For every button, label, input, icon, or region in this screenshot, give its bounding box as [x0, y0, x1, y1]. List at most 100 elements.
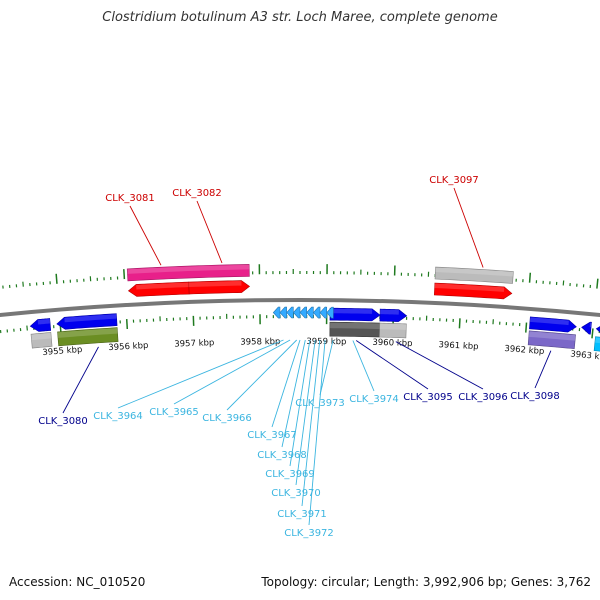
- scale-label: 3962 kbp: [504, 344, 545, 357]
- gene-feature-highlight: [379, 323, 407, 330]
- gene-feature-highlight: [589, 322, 592, 328]
- label-leader: [62, 346, 99, 414]
- label-leader: [355, 340, 429, 390]
- label-leader: [271, 339, 301, 428]
- gene-feature[interactable]: [379, 322, 407, 339]
- label-leader: [117, 339, 284, 409]
- gene-feature[interactable]: [299, 306, 307, 319]
- gene-feature[interactable]: [379, 308, 408, 322]
- gene-feature-highlight: [330, 308, 373, 314]
- gene-feature[interactable]: [329, 307, 381, 322]
- tick-mark: [125, 318, 129, 330]
- gene-label[interactable]: CLK_3081: [105, 193, 155, 204]
- label-leader: [352, 340, 375, 392]
- gene-label[interactable]: CLK_3096: [458, 392, 508, 403]
- gene-label[interactable]: CLK_3965: [149, 407, 199, 418]
- scale-label: 3955 kbp: [42, 345, 83, 358]
- features-layer: [29, 264, 600, 353]
- scale-label: 3958 kbp: [240, 337, 280, 348]
- gene-label[interactable]: CLK_3098: [510, 391, 560, 402]
- scale-label: 3961 kbp: [438, 340, 479, 352]
- scale-label: 3957 kbp: [174, 338, 214, 349]
- label-leader: [226, 339, 298, 411]
- gene-feature[interactable]: [126, 264, 250, 282]
- gene-feature[interactable]: [30, 332, 53, 349]
- gene-feature[interactable]: [272, 306, 281, 319]
- label-leader: [281, 339, 306, 448]
- gene-feature-highlight: [529, 317, 569, 326]
- tick-mark: [55, 273, 58, 284]
- tick-mark: [596, 278, 599, 289]
- gene-label[interactable]: CLK_3972: [284, 528, 334, 539]
- gene-feature-highlight: [435, 267, 514, 277]
- gene-label[interactable]: CLK_3970: [271, 488, 321, 499]
- tick-mark: [591, 328, 594, 339]
- gene-feature[interactable]: [527, 330, 576, 350]
- map-title: Clostridium botulinum A3 str. Loch Maree…: [102, 10, 498, 25]
- gene-label[interactable]: CLK_3080: [38, 416, 88, 427]
- gene-feature[interactable]: [306, 306, 314, 319]
- label-leader: [319, 340, 334, 396]
- gene-feature[interactable]: [433, 282, 513, 300]
- gene-feature-highlight: [31, 332, 52, 341]
- gene-feature[interactable]: [593, 336, 600, 353]
- gene-feature-highlight: [380, 309, 399, 315]
- gene-feature-highlight: [64, 314, 117, 323]
- gene-label[interactable]: CLK_3974: [349, 394, 399, 405]
- gene-feature[interactable]: [29, 318, 52, 332]
- tick-mark: [458, 318, 461, 329]
- gene-label[interactable]: CLK_3097: [429, 175, 479, 186]
- gene-feature[interactable]: [529, 316, 577, 333]
- gene-label[interactable]: CLK_3971: [277, 509, 327, 520]
- genome-backbone: [0, 298, 600, 318]
- label-leader: [289, 339, 311, 467]
- gene-label[interactable]: CLK_3973: [295, 398, 345, 409]
- gene-label[interactable]: CLK_3964: [93, 411, 143, 422]
- gene-feature-highlight: [57, 328, 118, 338]
- gene-feature-highlight: [528, 331, 576, 341]
- scale-label: 3960 kbp: [372, 338, 412, 349]
- gene-label[interactable]: CLK_3967: [247, 430, 297, 441]
- label-leader: [534, 350, 552, 389]
- gene-label[interactable]: CLK_3969: [265, 469, 315, 480]
- tick-mark: [528, 272, 532, 283]
- gene-feature[interactable]: [57, 327, 119, 347]
- gene-feature[interactable]: [319, 306, 328, 319]
- scale-label: 3963 kbp: [570, 349, 600, 363]
- label-leader: [129, 205, 162, 266]
- gene-feature-highlight: [136, 282, 189, 290]
- label-leader: [295, 339, 316, 486]
- gene-label[interactable]: CLK_3966: [202, 413, 252, 424]
- gene-label[interactable]: CLK_3968: [257, 450, 307, 461]
- gene-feature[interactable]: [292, 306, 301, 319]
- tick-mark: [525, 322, 528, 333]
- label-leader: [173, 339, 291, 405]
- gene-feature[interactable]: [188, 280, 251, 295]
- gene-feature[interactable]: [286, 306, 294, 319]
- gene-feature-highlight: [434, 283, 505, 292]
- gene-label[interactable]: CLK_3095: [403, 392, 453, 403]
- label-leader: [301, 340, 321, 507]
- gene-feature[interactable]: [56, 313, 118, 330]
- tick-mark: [123, 269, 126, 280]
- gene-feature[interactable]: [581, 321, 592, 335]
- gene-feature[interactable]: [595, 324, 600, 338]
- gene-feature-highlight: [127, 264, 250, 274]
- scale-label: 3956 kbp: [108, 341, 149, 353]
- gene-feature[interactable]: [326, 306, 334, 319]
- accession-text: Accession: NC_010520: [9, 575, 146, 589]
- gene-feature-highlight: [594, 337, 600, 344]
- label-leader: [453, 187, 484, 268]
- label-leader: [395, 341, 484, 390]
- gene-feature[interactable]: [434, 266, 514, 284]
- gene-feature[interactable]: [312, 306, 321, 319]
- label-leader: [196, 200, 223, 264]
- label-leader: [308, 340, 326, 526]
- gene-label[interactable]: CLK_3082: [172, 188, 222, 199]
- gene-feature[interactable]: [279, 306, 287, 319]
- gene-feature-highlight: [188, 281, 242, 288]
- gene-feature-highlight: [329, 322, 380, 330]
